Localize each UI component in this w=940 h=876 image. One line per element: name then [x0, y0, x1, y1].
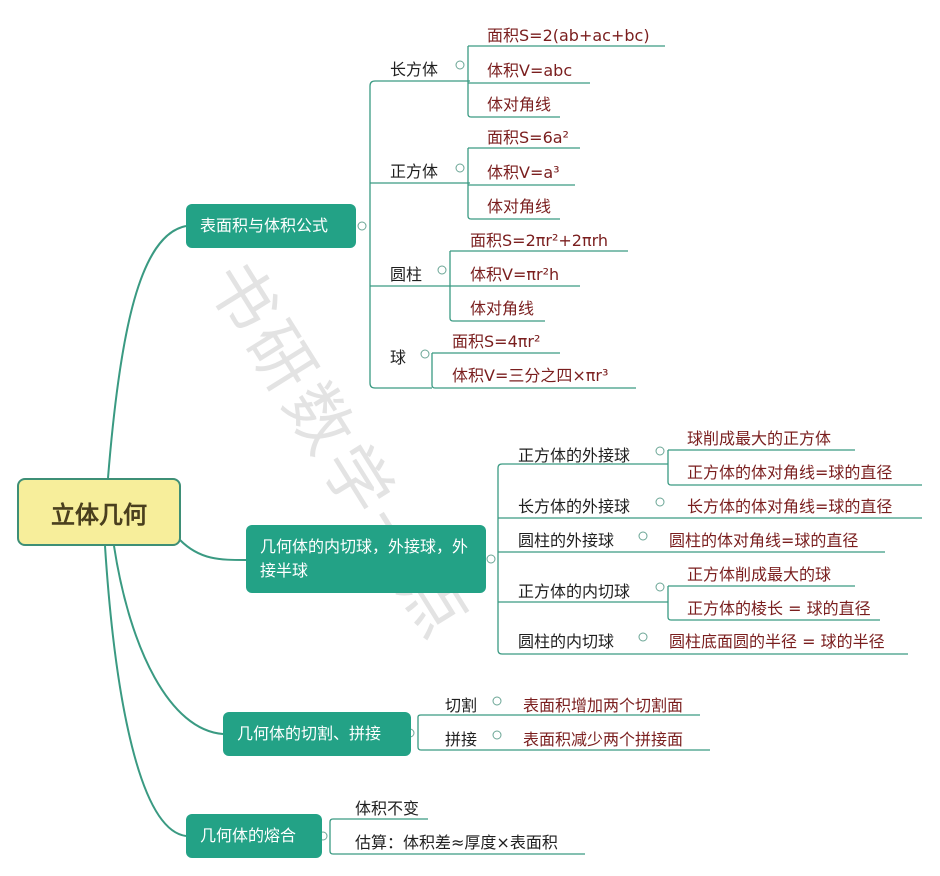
branch-surface-volume-formulas[interactable]: 表面积与体积公式 [186, 204, 356, 248]
connector-root-branch-2 [179, 539, 247, 561]
leaf-cube-to-max-sphere[interactable]: 正方体削成最大的球 [687, 565, 832, 584]
leaf-cuboid-diagonal-equals-diameter[interactable]: 长方体的体对角线=球的直径 [687, 497, 893, 516]
leaf-cylinder-diagonal[interactable]: 体对角线 [470, 299, 535, 318]
collapse-toggle-cube-outer [655, 446, 665, 456]
collapse-toggle-cube [455, 163, 465, 173]
leaf-cylinder-volume[interactable]: 体积V=πr²h [470, 265, 560, 284]
leaf-cube-diagonal-equals-diameter[interactable]: 正方体的体对角线=球的直径 [687, 463, 893, 482]
bracket-cuboid [467, 45, 665, 118]
collapse-toggle-cylinder [437, 265, 447, 275]
bracket-branch-4 [329, 818, 585, 855]
leaf-cube-volume[interactable]: 体积V=a³ [487, 163, 560, 182]
connector-root-branch-4 [104, 545, 187, 837]
topic-cube[interactable]: 正方体 [390, 162, 439, 181]
root-node[interactable]: 立体几何 [17, 478, 181, 546]
collapse-toggle-cylinder-inner [638, 632, 648, 642]
collapse-toggle-cuboid [455, 60, 465, 70]
leaf-cube-edge-equals-diameter[interactable]: 正方体的棱长 = 球的直径 [687, 599, 871, 618]
branch-inscribed-circumscribed-spheres[interactable]: 几何体的内切球，外接球，外接半球 [246, 525, 486, 593]
bracket-branch-3 [417, 714, 710, 751]
bracket-cylinder [449, 250, 628, 322]
topic-volume-unchanged[interactable]: 体积不变 [355, 799, 420, 818]
leaf-cutting-adds-two-faces[interactable]: 表面积增加两个切割面 [523, 696, 684, 715]
collapse-toggle-cylinder-outer [638, 531, 648, 541]
collapse-toggle-cuboid-outer [655, 497, 665, 507]
collapse-toggle-cube-inner [655, 582, 665, 592]
leaf-cube-diagonal[interactable]: 体对角线 [487, 197, 552, 216]
topic-cuboid-circumscribed-sphere[interactable]: 长方体的外接球 [518, 497, 631, 516]
bracket-sphere [431, 352, 636, 389]
leaf-sphere-area[interactable]: 面积S=4πr² [452, 332, 541, 351]
connector-root-branch-1 [107, 225, 187, 479]
topic-cube-inscribed-sphere[interactable]: 正方体的内切球 [518, 582, 631, 601]
connector-root-branch-3 [113, 545, 224, 735]
collapse-toggle-sphere [420, 349, 430, 359]
topic-cylinder[interactable]: 圆柱 [390, 265, 423, 284]
leaf-cuboid-diagonal[interactable]: 体对角线 [487, 95, 552, 114]
topic-joining[interactable]: 拼接 [445, 730, 478, 749]
collapse-toggle-branch-2 [486, 554, 496, 564]
leaf-sphere-volume[interactable]: 体积V=三分之四×πr³ [452, 366, 609, 385]
topic-estimation[interactable]: 估算：体积差≈厚度×表面积 [355, 833, 558, 852]
bracket-cube-outer [667, 449, 922, 486]
leaf-sphere-to-max-cube[interactable]: 球削成最大的正方体 [687, 429, 832, 448]
leaf-cylinder-area[interactable]: 面积S=2πr²+2πrh [470, 231, 609, 250]
topic-cylinder-inscribed-sphere[interactable]: 圆柱的内切球 [518, 632, 615, 651]
bracket-cube-inner [667, 585, 880, 621]
leaf-cuboid-volume[interactable]: 体积V=abc [487, 61, 573, 80]
bracket-branch-2 [497, 463, 922, 655]
topic-cylinder-circumscribed-sphere[interactable]: 圆柱的外接球 [518, 531, 615, 550]
leaf-joining-removes-two-faces[interactable]: 表面积减少两个拼接面 [523, 730, 684, 749]
leaf-cylinder-radius-equals-sphere-radius[interactable]: 圆柱底面圆的半径 = 球的半径 [669, 632, 885, 651]
collapse-toggle-branch-1 [357, 221, 367, 231]
leaf-cylinder-diagonal-equals-diameter[interactable]: 圆柱的体对角线=球的直径 [669, 531, 859, 550]
leaf-cuboid-area[interactable]: 面积S=2(ab+ac+bc) [487, 26, 650, 45]
leaf-cube-area[interactable]: 面积S=6a² [487, 128, 569, 147]
collapse-toggle-join [492, 730, 502, 740]
branch-fusion[interactable]: 几何体的熔合 [186, 814, 322, 858]
branch-cutting-joining[interactable]: 几何体的切割、拼接 [223, 712, 411, 756]
topic-cuboid[interactable]: 长方体 [390, 60, 439, 79]
topic-cutting[interactable]: 切割 [445, 696, 478, 715]
topic-sphere[interactable]: 球 [390, 348, 407, 367]
bracket-branch-1 [369, 80, 470, 389]
bracket-cube [467, 147, 580, 220]
topic-cube-circumscribed-sphere[interactable]: 正方体的外接球 [518, 446, 631, 465]
collapse-toggle-cut [492, 696, 502, 706]
